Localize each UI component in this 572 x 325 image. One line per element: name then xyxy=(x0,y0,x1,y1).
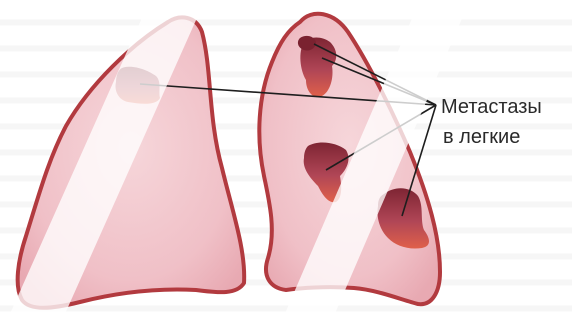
annotation-line-1: Метастазы xyxy=(441,92,542,122)
annotation-line-2: в легкие xyxy=(441,122,542,152)
annotation-label: Метастазы в легкие xyxy=(441,92,542,152)
